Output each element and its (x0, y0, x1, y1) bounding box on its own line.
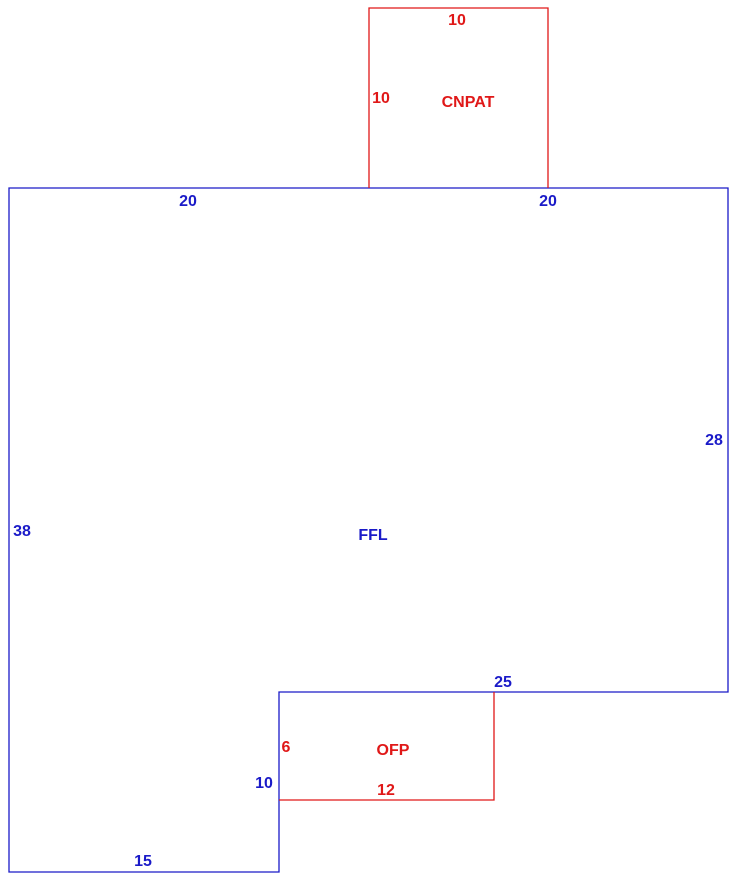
ffl-bottom-dimension: 15 (134, 853, 152, 870)
ffl-bottom-right-dimension: 25 (494, 674, 512, 691)
ofp-side-dimension: 6 (282, 739, 291, 756)
ofp-outline (279, 692, 495, 801)
ofp-bottom-dimension: 12 (377, 782, 395, 799)
ffl-right-dimension: 28 (705, 432, 723, 449)
cnpat-outline (368, 7, 549, 188)
cnpat-top-dimension: 10 (448, 12, 466, 29)
ffl-inner-vertical-dimension: 10 (255, 775, 273, 792)
ffl-left-dimension: 38 (13, 523, 31, 540)
ofp-area-label: OFP (377, 742, 410, 759)
ffl-top-left-dimension: 20 (179, 193, 197, 210)
ffl-outline (8, 187, 729, 873)
cnpat-area-label: CNPAT (442, 94, 495, 111)
cnpat-side-dimension: 10 (372, 90, 390, 107)
ffl-top-right-dimension: 20 (539, 193, 557, 210)
ffl-area-label: FFL (358, 527, 388, 544)
